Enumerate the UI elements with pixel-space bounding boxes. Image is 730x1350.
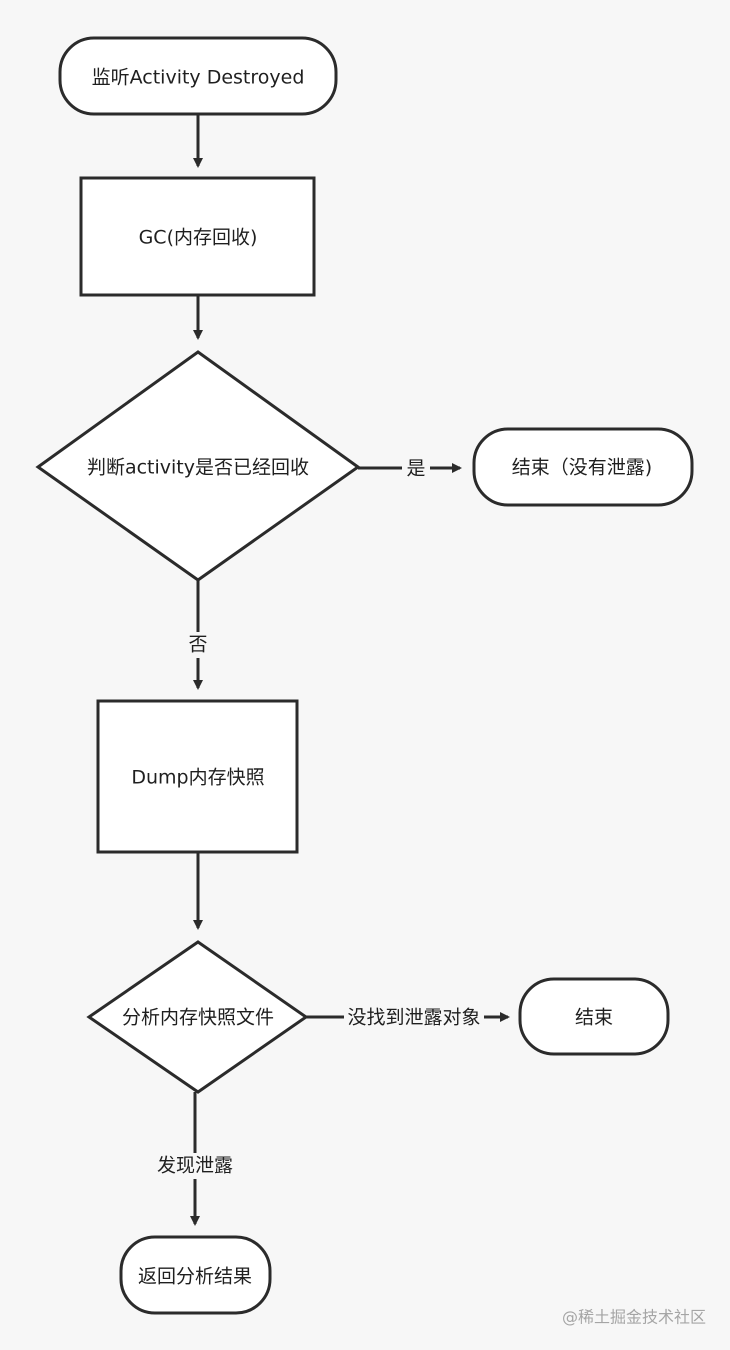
edge-label-no-leak-found-bg bbox=[344, 1005, 484, 1029]
node-return-result: 返回分析结果 bbox=[119, 1235, 272, 1315]
node-dump-shape bbox=[96, 699, 299, 854]
edge-label-no-text: 否 bbox=[188, 634, 207, 656]
edge-label-no: 否 bbox=[185, 632, 213, 658]
node-check-recycled-label: 判断activity是否已经回收 bbox=[87, 457, 309, 479]
edge-label-yes-text: 是 bbox=[406, 458, 425, 480]
node-dump-label: Dump内存快照 bbox=[131, 767, 264, 789]
node-start-label: 监听Activity Destroyed bbox=[92, 67, 305, 89]
edge-label-leak-found: 发现泄露 bbox=[154, 1153, 236, 1179]
node-analyze-shape bbox=[86, 940, 309, 1094]
edge-label-no-leak-found: 没找到泄露对象 bbox=[344, 1005, 484, 1029]
node-end-no-leak-shape bbox=[472, 427, 694, 507]
node-return-result-shape bbox=[119, 1235, 272, 1315]
node-end-label: 结束 bbox=[575, 1007, 613, 1029]
watermark: @稀土掘金技术社区 bbox=[562, 1308, 706, 1327]
node-end: 结束 bbox=[518, 977, 670, 1056]
node-gc: GC(内存回收) bbox=[79, 176, 316, 297]
edge-label-leak-found-text: 发现泄露 bbox=[157, 1155, 233, 1177]
node-return-result-label: 返回分析结果 bbox=[138, 1266, 252, 1288]
node-end-no-leak: 结束（没有泄露) bbox=[472, 427, 694, 507]
node-dump: Dump内存快照 bbox=[96, 699, 299, 854]
node-start: 监听Activity Destroyed bbox=[58, 36, 338, 116]
node-end-shape bbox=[518, 977, 670, 1056]
edge-label-yes-bg bbox=[402, 456, 430, 480]
node-gc-label: GC(内存回收) bbox=[139, 227, 258, 249]
node-check-recycled-shape bbox=[35, 350, 361, 582]
node-check-recycled: 判断activity是否已经回收 bbox=[35, 350, 361, 582]
node-start-shape bbox=[58, 36, 338, 116]
node-analyze-label: 分析内存快照文件 bbox=[122, 1007, 274, 1029]
edge-label-leak-found-bg bbox=[154, 1153, 236, 1179]
node-analyze: 分析内存快照文件 bbox=[86, 940, 309, 1094]
node-end-no-leak-label: 结束（没有泄露) bbox=[512, 457, 652, 479]
edge-label-yes: 是 bbox=[402, 456, 430, 480]
node-gc-shape bbox=[79, 176, 316, 297]
edge-label-no-bg bbox=[185, 632, 213, 658]
edge-label-no-leak-found-text: 没找到泄露对象 bbox=[347, 1007, 480, 1029]
